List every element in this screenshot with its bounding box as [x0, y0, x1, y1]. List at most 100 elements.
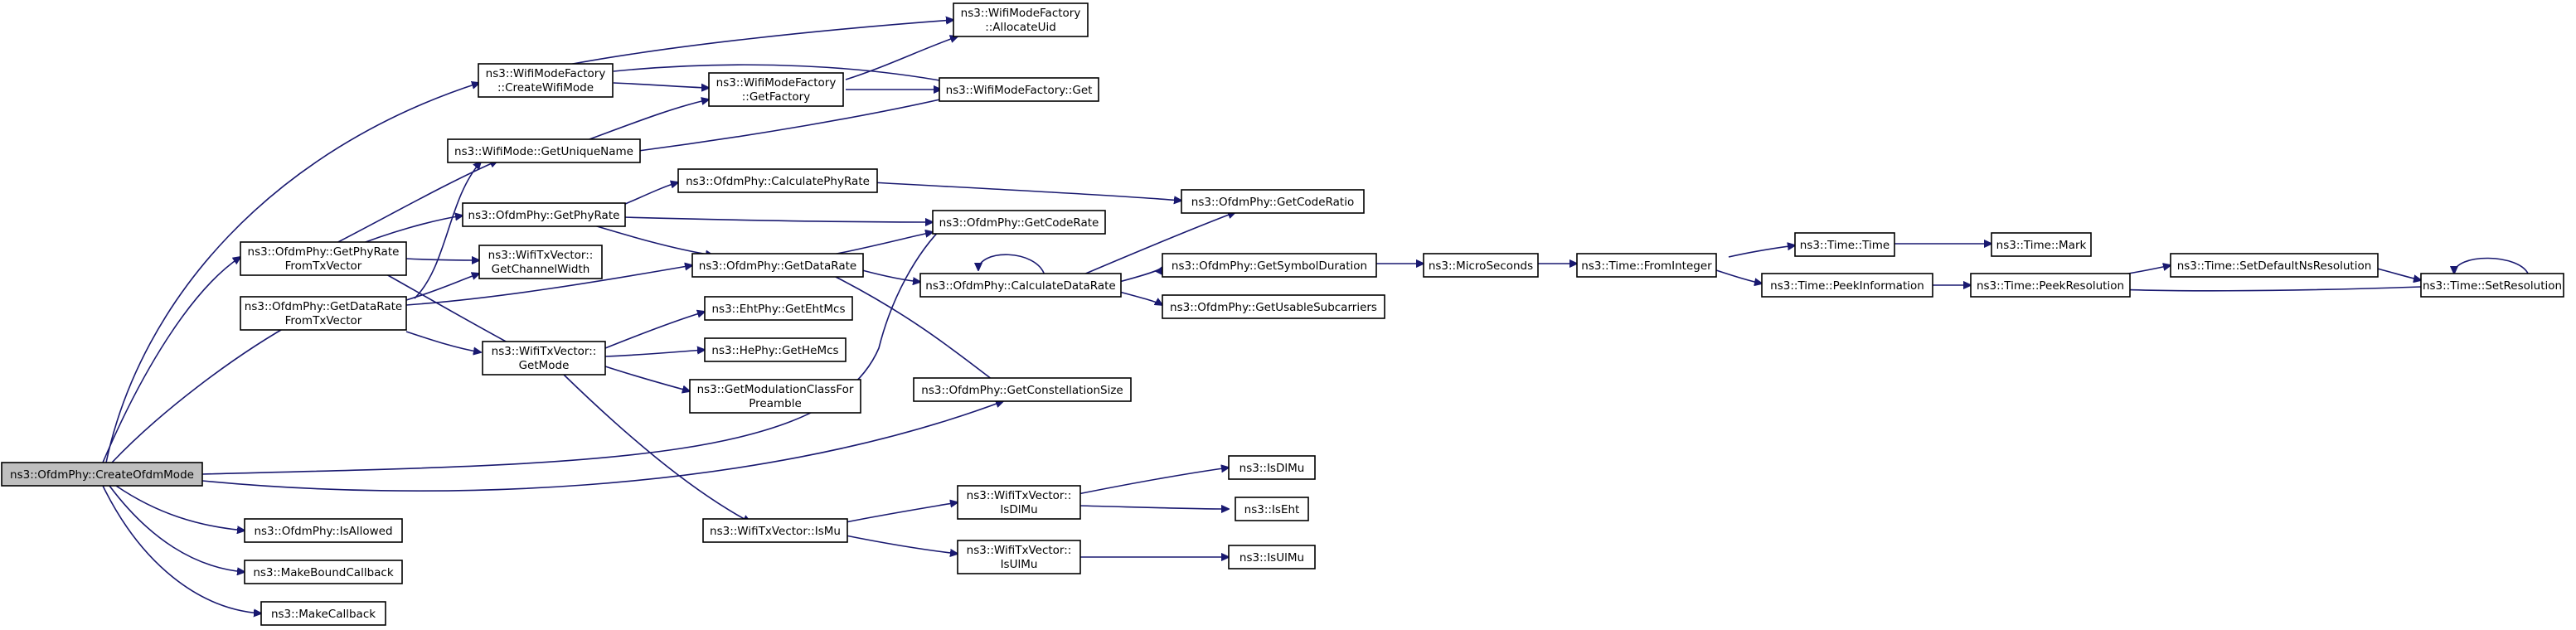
- edge-isdlmu_vec-iseht: [1077, 506, 1229, 509]
- node-allocateuid[interactable]: ns3::WifiModeFactory ::AllocateUid: [953, 2, 1089, 37]
- node-mark[interactable]: ns3::Time::Mark: [1991, 232, 2092, 257]
- node-makecallback[interactable]: ns3::MakeCallback: [260, 601, 386, 626]
- edge-getdatarate-getcoderate: [828, 232, 933, 256]
- node-calculatedatarate[interactable]: ns3::OfdmPhy::CalculateDataRate: [919, 273, 1122, 298]
- node-getcoderatio[interactable]: ns3::OfdmPhy::GetCodeRatio: [1181, 189, 1365, 214]
- node-setdefaultns[interactable]: ns3::Time::SetDefaultNsResolution: [2170, 253, 2379, 278]
- node-peekinformation[interactable]: ns3::Time::PeekInformation: [1761, 273, 1933, 298]
- edge-createofdmmode-getphyratefromtx: [102, 257, 240, 463]
- edge-getmode-gethemcs: [604, 350, 705, 357]
- node-getcoderate[interactable]: ns3::OfdmPhy::GetCodeRate: [932, 210, 1106, 235]
- svg-text:ns3::OfdmPhy::GetCodeRate: ns3::OfdmPhy::GetCodeRate: [939, 216, 1099, 230]
- edge-getfactory-allocateuid: [845, 36, 958, 80]
- edge-createwifimode-allocateuid: [551, 20, 953, 69]
- svg-text:ns3::WifiModeFactory: ns3::WifiModeFactory: [961, 7, 1081, 20]
- svg-text:ns3::OfdmPhy::GetPhyRate: ns3::OfdmPhy::GetPhyRate: [468, 209, 620, 222]
- edge-getuniquename-getfactory: [580, 99, 709, 143]
- node-makeboundcallback[interactable]: ns3::MakeBoundCallback: [244, 560, 403, 584]
- node-createofdmmode[interactable]: ns3::OfdmPhy::CreateOfdmMode: [1, 462, 203, 487]
- node-getphyratefromtx[interactable]: ns3::OfdmPhy::GetPhyRate FromTxVector: [240, 241, 407, 276]
- edge-createofdmmode-isallowed: [115, 485, 245, 531]
- svg-text:ns3::WifiTxVector::: ns3::WifiTxVector::: [488, 249, 594, 262]
- node-gethemcs[interactable]: ns3::HePhy::GetHeMcs: [704, 337, 847, 362]
- svg-text:ns3::Time::FromInteger: ns3::Time::FromInteger: [1581, 259, 1712, 273]
- edge-getphyratefromtx-getchannelwidth: [405, 259, 479, 260]
- svg-text:ns3::Time::SetDefaultNsResolut: ns3::Time::SetDefaultNsResolution: [2177, 259, 2372, 273]
- svg-text:ns3::OfdmPhy::GetCodeRatio: ns3::OfdmPhy::GetCodeRatio: [1191, 196, 1354, 209]
- edge-getmode-getehtmcs: [604, 312, 705, 349]
- node-getphyrate[interactable]: ns3::OfdmPhy::GetPhyRate: [462, 202, 626, 227]
- node-getusablesubcarriers[interactable]: ns3::OfdmPhy::GetUsableSubcarriers: [1162, 294, 1385, 319]
- svg-text:ns3::WifiModeFactory::Get: ns3::WifiModeFactory::Get: [946, 84, 1093, 97]
- svg-text:IsDlMu: IsDlMu: [1000, 503, 1037, 516]
- svg-text:ns3::Time::Mark: ns3::Time::Mark: [1996, 239, 2087, 252]
- svg-text:ns3::WifiTxVector::: ns3::WifiTxVector::: [967, 544, 1072, 557]
- svg-text:ns3::WifiModeFactory: ns3::WifiModeFactory: [716, 76, 837, 90]
- node-createwifimode[interactable]: ns3::WifiModeFactory ::CreateWifiMode: [478, 63, 614, 98]
- node-calculatephyrate[interactable]: ns3::OfdmPhy::CalculatePhyRate: [677, 168, 878, 193]
- node-setresolution[interactable]: ns3::Time::SetResolution: [2420, 273, 2564, 298]
- svg-text:ns3::IsDlMu: ns3::IsDlMu: [1239, 462, 1305, 475]
- edge-calculatedatarate-self: [978, 254, 1045, 276]
- edge-calculatephyrate-getcoderatio: [870, 182, 1181, 201]
- svg-text:ns3::Time::PeekResolution: ns3::Time::PeekResolution: [1977, 279, 2124, 293]
- node-getmode[interactable]: ns3::WifiTxVector:: GetMode: [482, 341, 606, 376]
- svg-text:::GetFactory: ::GetFactory: [742, 90, 810, 104]
- node-getdataratefromtx[interactable]: ns3::OfdmPhy::GetDataRate FromTxVector: [240, 296, 407, 331]
- node-isallowed[interactable]: ns3::OfdmPhy::IsAllowed: [244, 518, 403, 543]
- node-time[interactable]: ns3::Time::Time: [1794, 232, 1895, 257]
- edge-createwifimode-getfactory: [613, 82, 709, 88]
- node-getfactory[interactable]: ns3::WifiModeFactory ::GetFactory: [708, 72, 844, 107]
- edge-createofdmmode-getconstellation: [201, 401, 1003, 492]
- edge-frominteger-time: [1728, 245, 1795, 258]
- svg-text:::AllocateUid: ::AllocateUid: [985, 21, 1056, 34]
- svg-text:ns3::OfdmPhy::CalculateDataRat: ns3::OfdmPhy::CalculateDataRate: [925, 279, 1115, 293]
- svg-text:ns3::OfdmPhy::CreateOfdmMode: ns3::OfdmPhy::CreateOfdmMode: [10, 468, 194, 482]
- svg-text:ns3::OfdmPhy::CalculatePhyRate: ns3::OfdmPhy::CalculatePhyRate: [686, 175, 870, 188]
- node-getconstellation[interactable]: ns3::OfdmPhy::GetConstellationSize: [913, 377, 1132, 402]
- node-isulmu[interactable]: ns3::IsUlMu: [1228, 545, 1316, 569]
- svg-text:ns3::HePhy::GetHeMcs: ns3::HePhy::GetHeMcs: [711, 344, 838, 357]
- node-getdatarate[interactable]: ns3::OfdmPhy::GetDataRate: [691, 253, 864, 278]
- node-getehtmcs[interactable]: ns3::EhtPhy::GetEhtMcs: [704, 296, 853, 321]
- node-frominteger[interactable]: ns3::Time::FromInteger: [1576, 253, 1717, 278]
- edge-createofdmmode-makecallback: [102, 485, 261, 613]
- svg-text:GetChannelWidth: GetChannelWidth: [492, 263, 590, 276]
- node-getuniquename[interactable]: ns3::WifiMode::GetUniqueName: [447, 138, 641, 163]
- svg-text:ns3::OfdmPhy::GetUsableSubcarr: ns3::OfdmPhy::GetUsableSubcarriers: [1170, 301, 1377, 314]
- svg-text:GetMode: GetMode: [519, 359, 570, 372]
- edge-getdataratefromtx-getmode: [405, 331, 481, 352]
- svg-text:ns3::MicroSeconds: ns3::MicroSeconds: [1429, 259, 1533, 273]
- svg-text:ns3::OfdmPhy::GetDataRate: ns3::OfdmPhy::GetDataRate: [699, 259, 856, 273]
- svg-text:Preamble: Preamble: [749, 397, 802, 410]
- edge-createofdmmode-createwifimode: [105, 83, 479, 463]
- svg-text:ns3::Time::Time: ns3::Time::Time: [1800, 239, 1890, 252]
- edge-getdatarate-calculatedatarate: [861, 269, 920, 282]
- node-getchannelwidth[interactable]: ns3::WifiTxVector:: GetChannelWidth: [478, 245, 603, 279]
- node-microseconds[interactable]: ns3::MicroSeconds: [1423, 253, 1539, 278]
- edge-getphyrate-calculatephyrate: [617, 182, 678, 208]
- svg-text:ns3::WifiTxVector::: ns3::WifiTxVector::: [967, 489, 1072, 502]
- node-peekresolution[interactable]: ns3::Time::PeekResolution: [1970, 273, 2131, 298]
- svg-text:ns3::IsEht: ns3::IsEht: [1244, 503, 1300, 516]
- edge-getdataratefromtx-getuniquename: [414, 162, 481, 299]
- edge-calculatedatarate-getsymbolduration: [1118, 267, 1162, 283]
- svg-text:ns3::OfdmPhy::GetConstellation: ns3::OfdmPhy::GetConstellationSize: [921, 384, 1123, 397]
- svg-text:IsUlMu: IsUlMu: [1001, 558, 1038, 571]
- node-getmodclass[interactable]: ns3::GetModulationClassFor Preamble: [689, 379, 861, 414]
- node-isulmu-vec[interactable]: ns3::WifiTxVector:: IsUlMu: [957, 540, 1081, 574]
- node-isdlmu-vec[interactable]: ns3::WifiTxVector:: IsDlMu: [957, 485, 1081, 520]
- node-isdlmu[interactable]: ns3::IsDlMu: [1228, 455, 1316, 480]
- node-ismu[interactable]: ns3::WifiTxVector::IsMu: [702, 518, 848, 543]
- svg-text:ns3::Time::SetResolution: ns3::Time::SetResolution: [2423, 279, 2562, 293]
- node-getsymbolduration[interactable]: ns3::OfdmPhy::GetSymbolDuration: [1162, 253, 1377, 278]
- svg-text:ns3::WifiModeFactory: ns3::WifiModeFactory: [486, 67, 606, 80]
- node-iseht[interactable]: ns3::IsEht: [1235, 497, 1309, 521]
- svg-text:ns3::IsUlMu: ns3::IsUlMu: [1239, 551, 1304, 565]
- edge-createwifimode-wmf_get: [613, 64, 962, 85]
- svg-text:ns3::EhtPhy::GetEhtMcs: ns3::EhtPhy::GetEhtMcs: [712, 303, 846, 316]
- svg-text:ns3::WifiMode::GetUniqueName: ns3::WifiMode::GetUniqueName: [454, 145, 633, 158]
- node-wmf-get[interactable]: ns3::WifiModeFactory::Get: [939, 77, 1099, 102]
- edge-isdlmu_vec-isdlmu: [1077, 468, 1229, 495]
- edge-getdataratefromtx-getdatarate: [405, 265, 692, 306]
